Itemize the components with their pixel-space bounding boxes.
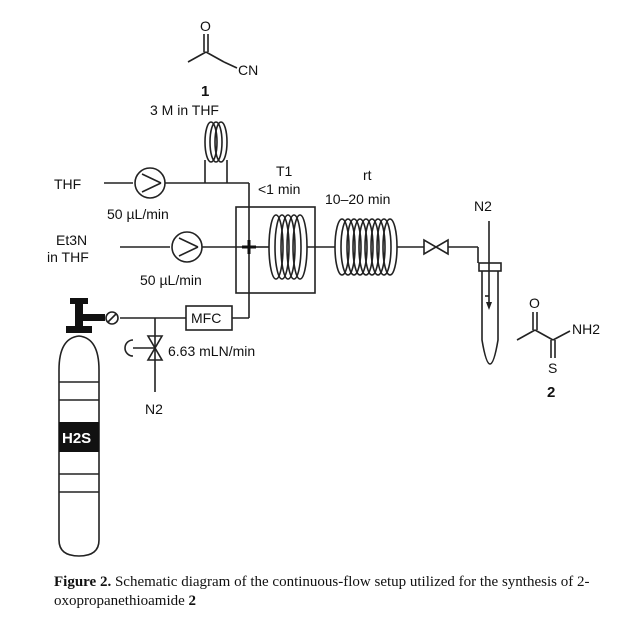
thf-label: THF — [54, 176, 81, 192]
et3n-flow-rate: 50 µL/min — [140, 272, 202, 288]
reactor-t1-box — [235, 206, 316, 294]
compound-1-structure: O CN 1 3 M in THF — [150, 18, 258, 118]
residence-coil — [334, 218, 398, 276]
thf-flow-rate: 50 µL/min — [107, 206, 169, 222]
pressure-gauge-icon — [105, 311, 119, 325]
collection-tube — [478, 262, 502, 365]
reactor-2-temperature: rt — [363, 167, 372, 183]
compound-1-concentration: 3 M in THF — [150, 102, 219, 118]
h2s-cylinder: H2S — [58, 335, 100, 557]
compound-2-sulfur: S — [548, 360, 557, 376]
reactor-2-time: 10–20 min — [325, 191, 390, 207]
caption-label: Figure 2. — [54, 574, 112, 590]
reactor-t1-time: <1 min — [258, 181, 300, 197]
pump-2-icon — [171, 231, 203, 263]
compound-2-number: 2 — [547, 384, 555, 401]
n2-top-label: N2 — [474, 198, 492, 214]
sample-loop-coil — [204, 121, 228, 183]
valve-icon — [423, 238, 449, 256]
compound-1-cn: CN — [238, 62, 258, 78]
needle-valve-icon — [124, 335, 164, 361]
figure-caption: Figure 2. Schematic diagram of the conti… — [54, 573, 614, 611]
compound-1-number: 1 — [201, 83, 209, 100]
compound-1-oxygen: O — [200, 18, 211, 34]
pump-1-icon — [134, 167, 166, 199]
n2-bottom-label: N2 — [145, 401, 163, 417]
compound-2-oxygen: O — [529, 295, 540, 311]
et3n-label-line2: in THF — [47, 249, 89, 265]
compound-2-nh2: NH2 — [572, 321, 600, 337]
compound-2-structure: O NH2 S 2 — [516, 295, 600, 401]
caption-text: Schematic diagram of the continuous-flow… — [54, 574, 590, 609]
cylinder-valve-icon — [66, 298, 105, 333]
caption-compound-number: 2 — [188, 593, 197, 609]
et3n-label-line1: Et3N — [56, 232, 87, 248]
reactor-t1-name: T1 — [276, 163, 293, 179]
reactor-t1-coil — [268, 214, 308, 280]
gas-flow-rate: 6.63 mLN/min — [168, 343, 255, 359]
cylinder-label: H2S — [62, 430, 91, 447]
mfc-label: MFC — [191, 310, 221, 326]
